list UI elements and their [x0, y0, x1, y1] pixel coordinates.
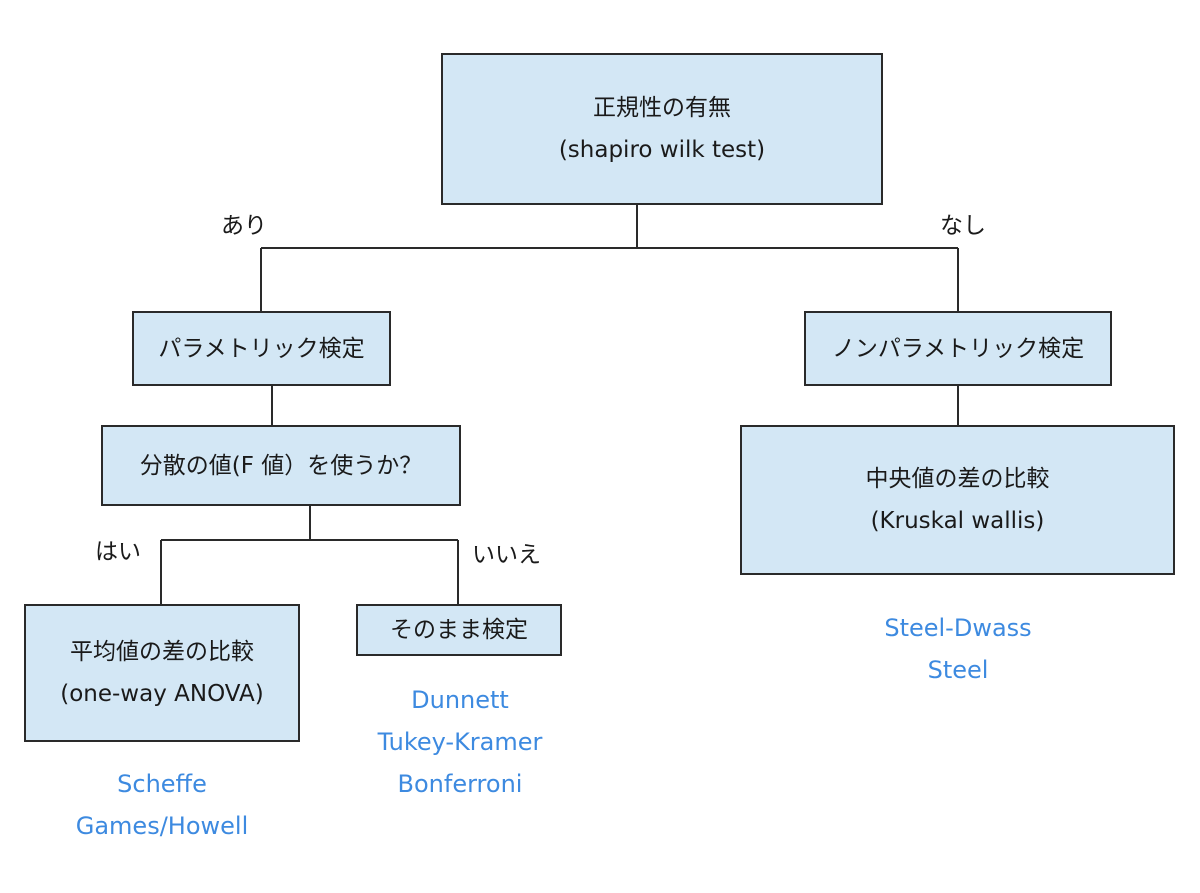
node-normality: 正規性の有無 (shapiro wilk test) — [441, 53, 883, 205]
node-anova-subtitle: (one-way ANOVA) — [60, 681, 264, 707]
method-item: Scheffe — [117, 770, 207, 798]
method-item: Bonferroni — [397, 770, 523, 798]
node-normality-title: 正規性の有無 — [593, 95, 731, 121]
node-parametric: パラメトリック検定 — [132, 311, 391, 386]
node-parametric-label: パラメトリック検定 — [158, 335, 365, 362]
method-item: Steel — [927, 656, 989, 684]
node-anova-title: 平均値の差の比較 — [70, 639, 254, 665]
edge-label-yes: はい — [95, 539, 141, 565]
method-item: Games/Howell — [75, 812, 249, 840]
node-kruskal-subtitle: (Kruskal wallis) — [870, 508, 1045, 534]
method-item: Steel-Dwass — [884, 614, 1032, 642]
methods-list-anova: Scheffe Games/Howell — [32, 763, 292, 847]
node-as-is-label: そのまま検定 — [390, 617, 528, 643]
node-f-value-question: 分散の値(F 値）を使うか？ — [101, 425, 461, 506]
edge-label-no: いいえ — [472, 542, 541, 568]
node-kruskal-title: 中央値の差の比較 — [865, 466, 1050, 492]
methods-list-kruskal: Steel-Dwass Steel — [828, 607, 1088, 691]
node-f-value-label: 分散の値(F 値）を使うか？ — [139, 452, 423, 479]
node-nonparametric-label: ノンパラメトリック検定 — [831, 335, 1085, 362]
edge-label-no-normal: なし — [940, 213, 986, 239]
method-item: Tukey-Kramer — [377, 728, 543, 756]
node-nonparametric: ノンパラメトリック検定 — [804, 311, 1112, 386]
node-kruskal: 中央値の差の比較 (Kruskal wallis) — [740, 425, 1175, 575]
edge-label-yes-normal: あり — [221, 213, 267, 239]
node-normality-subtitle: (shapiro wilk test) — [558, 137, 766, 163]
methods-list-as-is: Dunnett Tukey-Kramer Bonferroni — [330, 679, 590, 805]
node-as-is: そのまま検定 — [356, 604, 562, 656]
method-item: Dunnett — [411, 686, 509, 714]
node-anova: 平均値の差の比較 (one-way ANOVA) — [24, 604, 300, 742]
